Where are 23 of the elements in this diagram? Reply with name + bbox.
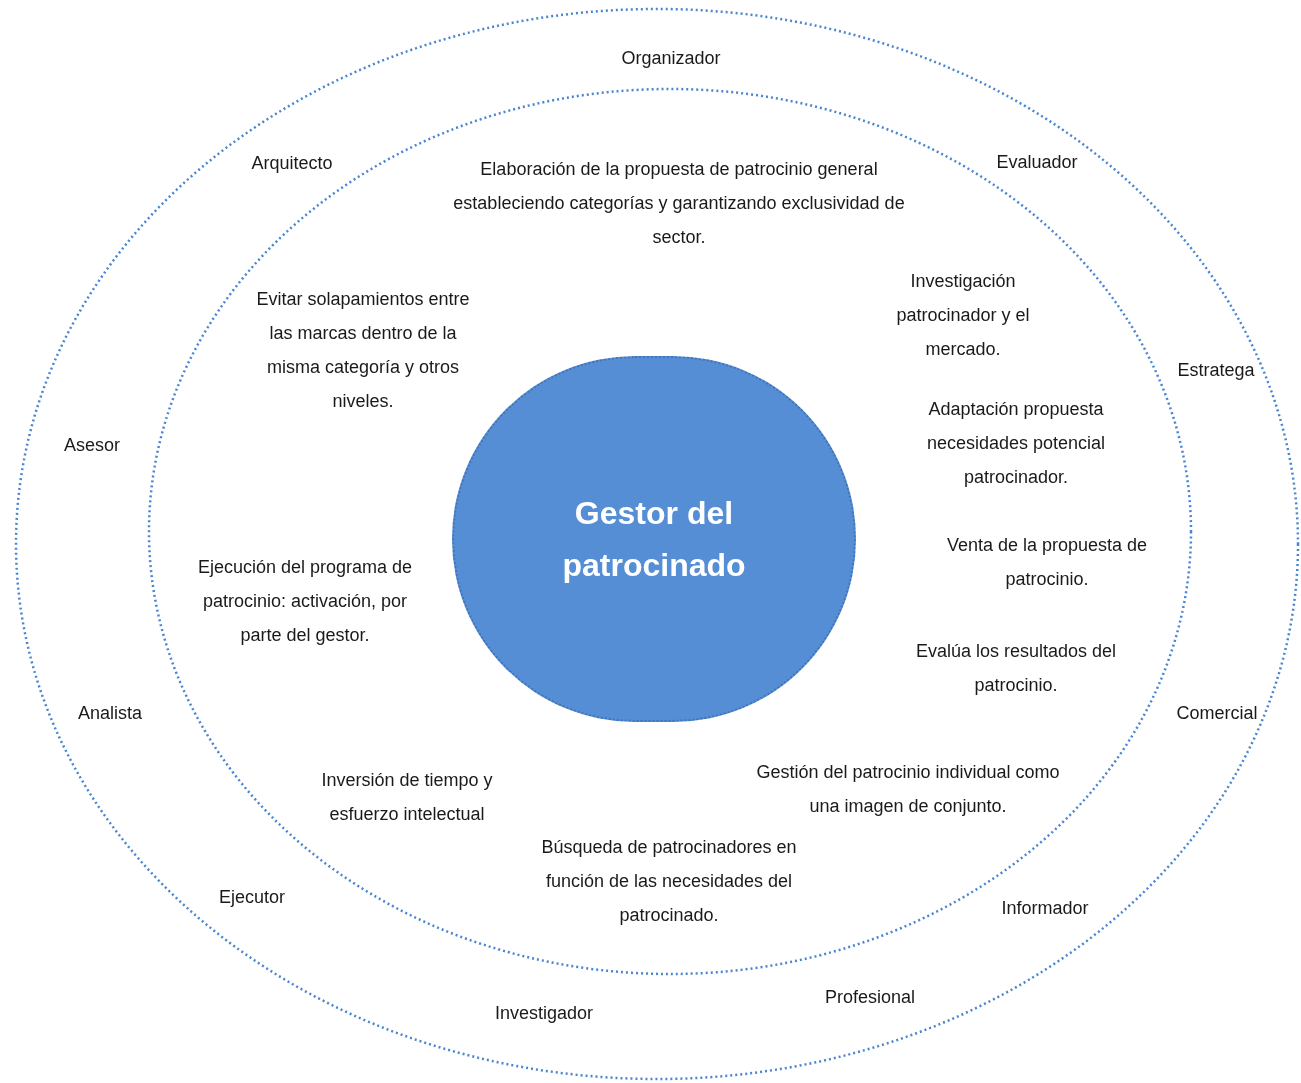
task-text: Evitar solapamientos entre las marcas dentro de la misma categoría y otros niveles. [255,288,471,413]
role-label: Organizador [621,47,721,70]
role-label: Profesional [824,986,916,1009]
role-label: Informador [1001,897,1089,920]
role-label: Evaluador [996,151,1078,174]
role-label: Asesor [64,434,120,457]
task-text: Gestión del patrocinio individual como una imagen de conjunto. [755,761,1061,818]
center-title: Gestor del patrocinado [562,495,746,583]
role-label: Comercial [1176,702,1258,725]
role-label: Investigador [494,1002,594,1025]
task-text: Elaboración de la propuesta de patrocinio general estableciendo categorías y garantizando exclusividad de sector. [452,158,906,249]
task-text: Evalúa los resultados del patrocinio. [914,640,1118,697]
task-text: Venta de la propuesta de patrocinio. [945,534,1149,591]
task-text: Investigación patrocinador y el mercado. [895,270,1031,361]
task-text: Búsqueda de patrocinadores en función de las necesidades del patrocinado. [540,836,798,927]
role-label: Arquitecto [251,152,333,175]
role-label: Estratega [1177,359,1255,382]
role-label: Analista [77,702,142,725]
role-label: Ejecutor [218,886,285,909]
task-text: Ejecución del programa de patrocinio: activación, por parte del gestor. [196,556,414,647]
task-text: Inversión de tiempo y esfuerzo intelectual [320,769,494,826]
dotted-ellipse [15,8,1299,1080]
task-text: Adaptación propuesta necesidades potencial patrocinador. [925,398,1107,489]
